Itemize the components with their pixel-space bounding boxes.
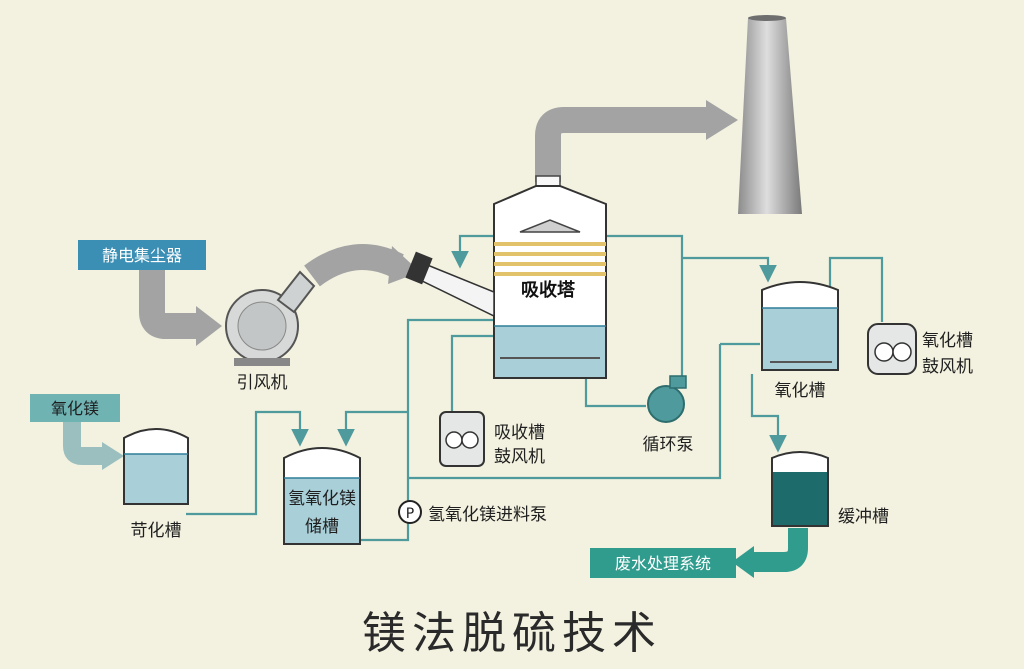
mgo-tag: 氧化镁 xyxy=(30,394,120,422)
absorber-tower: 吸收塔 xyxy=(405,175,607,379)
flue-duct-to-chimney xyxy=(535,100,738,182)
slaking-tank-label: 苛化槽 xyxy=(131,521,182,541)
oxidation-tank-label: 氧化槽 xyxy=(775,381,826,401)
mgoh2-storage-tank: 氢氧化镁 储槽 xyxy=(283,447,361,545)
feed-pump-label: 氢氧化镁进料泵 xyxy=(428,505,547,525)
oxidation-blower: 氧化槽 鼓风机 xyxy=(867,323,973,377)
mgoh2-storage-label-2: 储槽 xyxy=(305,517,339,537)
slaking-tank: 苛化槽 xyxy=(123,428,189,541)
oxidation-blower-label-1: 氧化槽 xyxy=(922,331,973,351)
precipitator-tag: 静电集尘器 xyxy=(78,240,206,270)
pump-symbol-label: P xyxy=(406,506,414,522)
flue-duct-fan-to-absorber xyxy=(304,244,420,287)
precipitator-label: 静电集尘器 xyxy=(102,246,182,265)
mgoh2-feed-pump: P 氢氧化镁进料泵 xyxy=(398,500,547,525)
spray-layers xyxy=(494,242,606,276)
circulation-pump: 循环泵 xyxy=(643,375,694,455)
absorber-blower-label-1: 吸收槽 xyxy=(494,423,545,443)
wastewater-label: 废水处理系统 xyxy=(615,554,711,573)
absorber-label: 吸收塔 xyxy=(521,279,576,301)
flue-gas-inlet xyxy=(405,251,495,318)
mgoh2-storage-label-1: 氢氧化镁 xyxy=(288,489,356,509)
absorber-blower-label-2: 鼓风机 xyxy=(494,447,545,467)
chimney xyxy=(738,15,802,214)
buffer-tank-label: 缓冲槽 xyxy=(838,507,889,527)
mgo-label: 氧化镁 xyxy=(51,399,99,418)
absorber-blower: 吸收槽 鼓风机 xyxy=(439,411,545,467)
oxidation-blower-label-2: 鼓风机 xyxy=(922,357,973,377)
process-piping xyxy=(186,234,884,542)
wastewater-duct xyxy=(732,528,808,578)
oxidation-tank: 氧化槽 xyxy=(761,281,839,401)
page-title: 镁法脱硫技术 xyxy=(362,608,662,659)
flue-duct-precipitator-to-fan xyxy=(139,270,222,346)
induced-fan-label: 引风机 xyxy=(237,373,288,393)
circulation-pump-label: 循环泵 xyxy=(643,435,694,455)
mgo-feed-duct xyxy=(63,418,124,470)
buffer-tank: 缓冲槽 xyxy=(771,451,889,527)
induced-fan: 引风机 xyxy=(225,270,316,393)
wastewater-tag: 废水处理系统 xyxy=(590,548,736,578)
